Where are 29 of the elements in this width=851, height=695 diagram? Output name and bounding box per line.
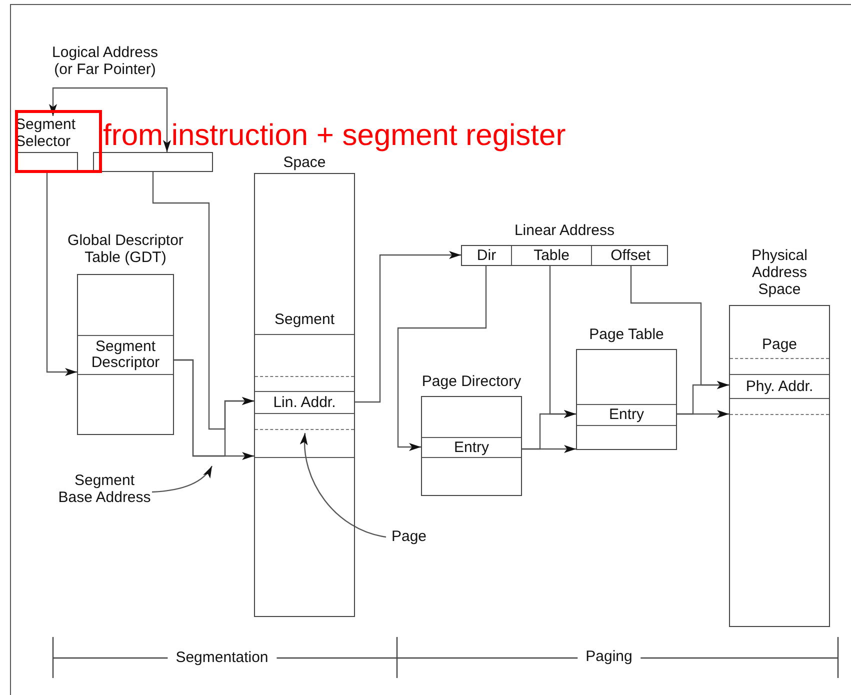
dimension-label: Segmentation bbox=[168, 649, 276, 667]
text-label: Page bbox=[386, 528, 432, 546]
box-heading: Page Directory bbox=[420, 373, 522, 392]
connector-arrow bbox=[46, 172, 77, 376]
table-entry: Phy. Addr. bbox=[730, 374, 829, 399]
connector-arrow bbox=[397, 266, 487, 451]
leader-arrow bbox=[300, 432, 386, 538]
box-heading: Segment Selector bbox=[14, 116, 77, 150]
box-heading: Linear Address bbox=[513, 222, 616, 241]
box-heading: Global Descriptor Table (GDT) bbox=[66, 232, 184, 268]
dimension-label: Paging bbox=[578, 648, 640, 666]
offset-field bbox=[93, 152, 213, 172]
box-heading: Page Table bbox=[588, 326, 665, 345]
leader-arrow bbox=[152, 466, 213, 493]
text-label: Segment Base Address bbox=[57, 472, 152, 510]
region-label: Page bbox=[760, 336, 798, 353]
connector-arrow bbox=[355, 251, 461, 403]
box-heading: Space bbox=[282, 154, 327, 171]
connector-arrow bbox=[100, 87, 171, 152]
text-label: Logical Address (or Far Pointer) bbox=[49, 44, 161, 88]
address-space-box bbox=[254, 154, 355, 617]
connector-arrow bbox=[522, 410, 576, 450]
box-heading: Physical Address Space bbox=[750, 247, 808, 300]
address-space-box bbox=[729, 247, 830, 627]
connector-arrow bbox=[677, 410, 729, 418]
table-entry: Lin. Addr. bbox=[255, 391, 354, 414]
connector-arrow bbox=[49, 87, 100, 116]
annotation-text: from instruction + segment register bbox=[103, 119, 566, 153]
region-label: Segment bbox=[273, 311, 336, 328]
